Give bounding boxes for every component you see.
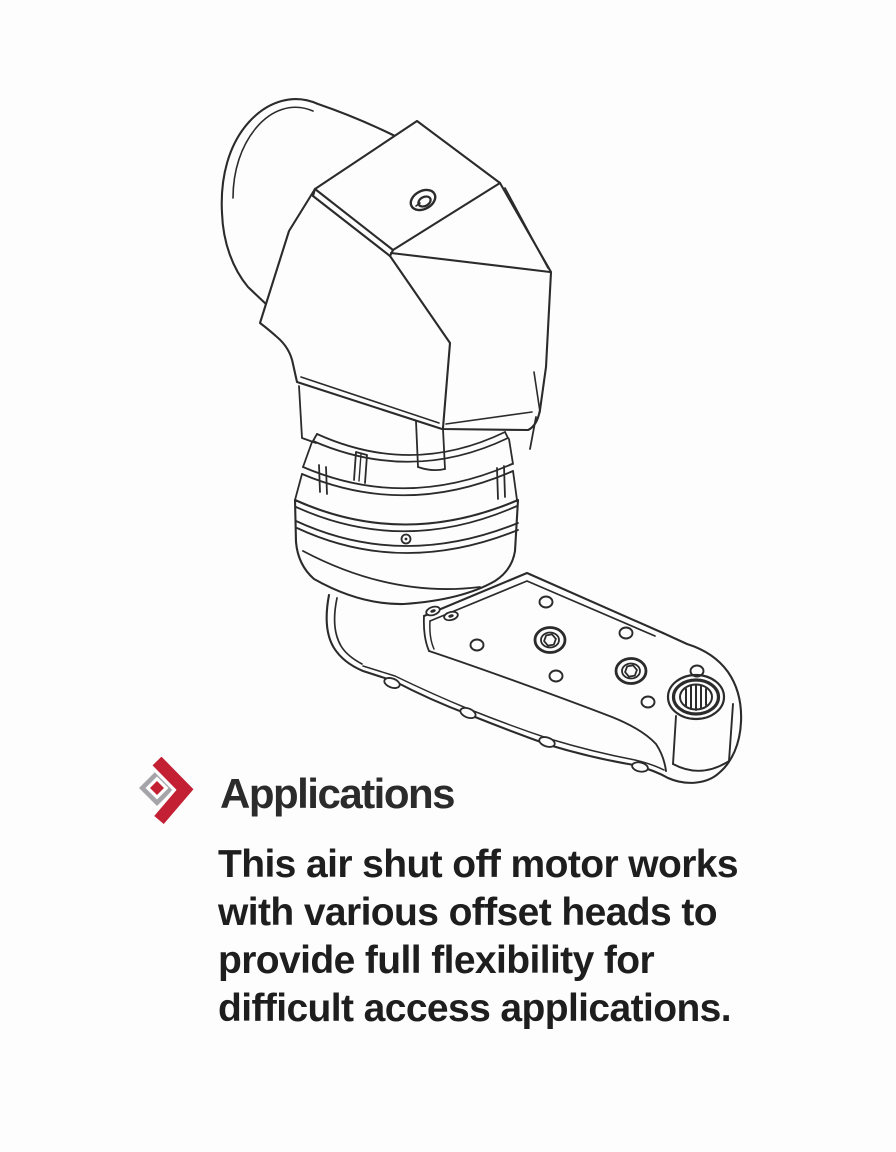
section-body: This air shut off motor works with vario… <box>218 841 739 1033</box>
collar-slot-left <box>318 464 328 495</box>
collar-slot-right <box>496 465 506 500</box>
motor-housing <box>258 119 553 432</box>
hex-socket-screw <box>533 626 567 654</box>
mounting-plate <box>422 571 665 652</box>
underside-rivets <box>383 677 649 773</box>
brand-diamond-chevron-icon <box>139 757 194 825</box>
body-line: provide full flexibility for <box>218 939 655 982</box>
hex-socket-screw <box>614 657 648 685</box>
clutch-drum <box>293 470 520 606</box>
housing-neck <box>298 385 537 472</box>
product-line-drawing: Isometric technical line drawing of an a… <box>220 98 743 784</box>
dowel-holes <box>469 595 705 709</box>
body-line: with various offset heads to <box>218 891 718 934</box>
offset-head-arm <box>325 571 743 784</box>
collar-lock-tab <box>353 451 368 484</box>
icon-red-chevron <box>152 757 194 825</box>
plate-junction-bolts <box>425 605 459 622</box>
housing-top-screw-hole <box>409 188 437 212</box>
body-line: This air shut off motor works <box>218 843 739 886</box>
arm-top-features <box>469 595 734 772</box>
icon-red-center-diamond <box>150 781 164 795</box>
spline-drive-socket <box>666 673 734 772</box>
body-line: difficult access applications. <box>218 987 732 1030</box>
clamp-collar <box>301 431 514 500</box>
section-heading: Applications <box>220 770 456 817</box>
drum-set-screw <box>400 533 412 545</box>
